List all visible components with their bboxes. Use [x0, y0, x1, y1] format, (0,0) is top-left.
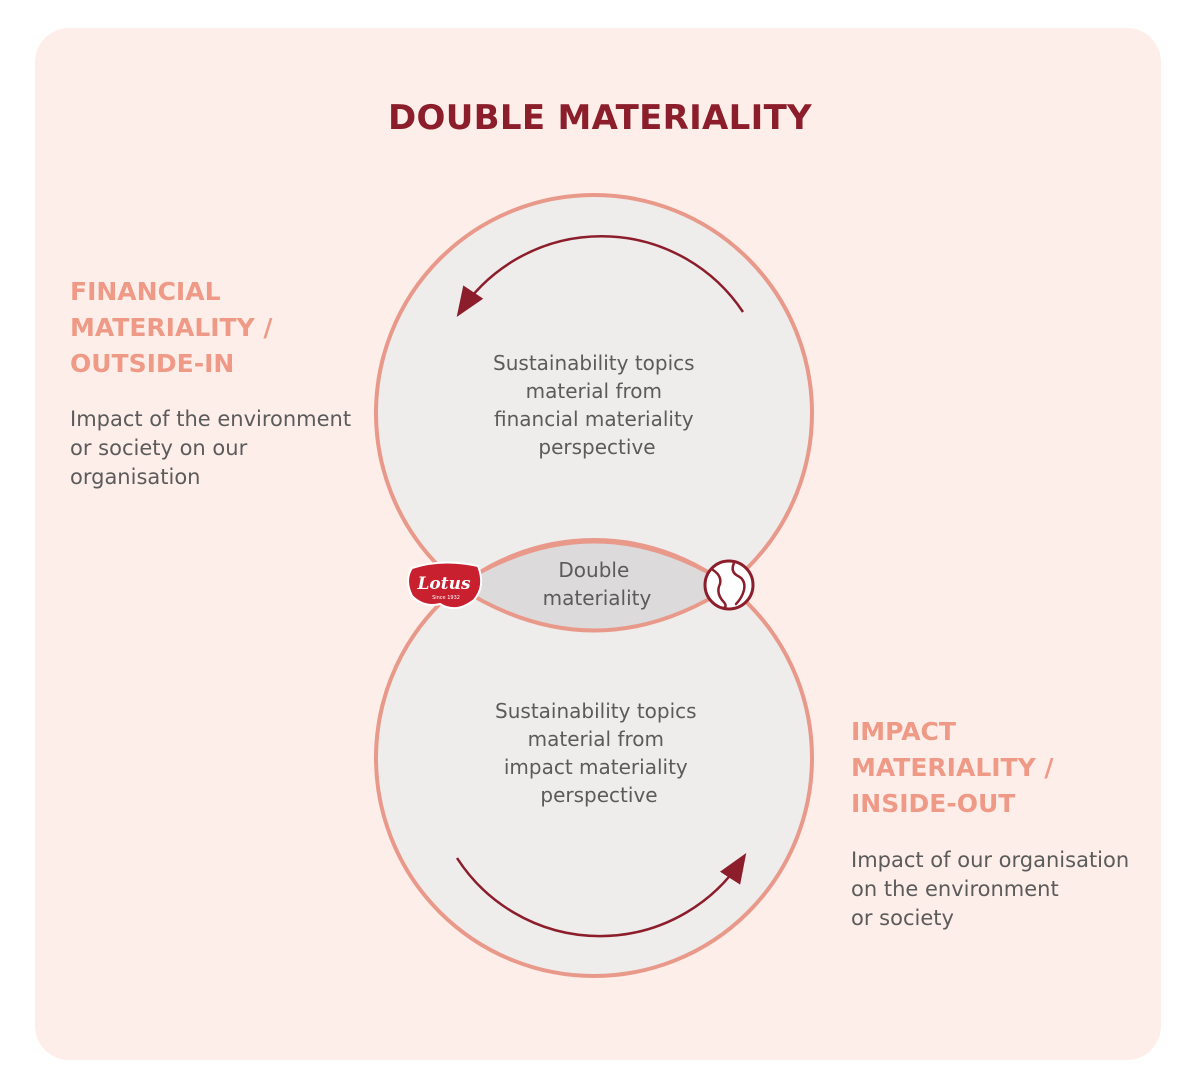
top-circle-line: Sustainability topics — [493, 351, 695, 375]
heading-line: MATERIALITY / — [851, 753, 1054, 782]
clockwise-arrow — [455, 852, 747, 938]
lotus-logo: Lotus Since 1932 — [407, 561, 483, 610]
heading-line: OUTSIDE-IN — [70, 349, 235, 378]
center-line: Double — [558, 558, 629, 582]
top-circle-text: Sustainability topics material from fina… — [493, 351, 701, 459]
svg-text:Since 1932: Since 1932 — [432, 595, 460, 601]
counterclockwise-arrow — [456, 235, 745, 317]
description-line: or society — [851, 906, 954, 930]
bottom-circle-line: Sustainability topics — [495, 699, 697, 723]
impact-materiality-description: Impact of our organisation on the enviro… — [851, 846, 1129, 933]
bottom-circle-line: impact materiality — [504, 755, 688, 779]
bottom-circle-line: material from — [528, 727, 664, 751]
heading-line: MATERIALITY / — [70, 313, 273, 342]
heading-line: IMPACT — [851, 717, 956, 746]
financial-materiality-heading: FINANCIAL MATERIALITY / OUTSIDE-IN — [70, 274, 273, 382]
description-line: or society on our — [70, 436, 248, 460]
description-line: organisation — [70, 465, 201, 489]
description-line: Impact of our organisation — [851, 848, 1130, 872]
center-line: materiality — [543, 586, 652, 610]
bottom-circle-text: Sustainability topics material from impa… — [495, 699, 703, 807]
page-title: DOUBLE MATERIALITY — [388, 98, 812, 138]
financial-materiality-description: Impact of the environment or society on … — [70, 405, 351, 492]
description-line: on the environment — [851, 877, 1059, 901]
heading-line: INSIDE-OUT — [851, 789, 1016, 818]
svg-text:Lotus: Lotus — [416, 574, 471, 594]
impact-materiality-heading: IMPACT MATERIALITY / INSIDE-OUT — [851, 714, 1054, 822]
description-line: Impact of the environment — [70, 407, 352, 431]
center-text: Double materiality — [543, 558, 652, 610]
globe-icon — [703, 559, 755, 611]
top-circle-line: perspective — [538, 435, 655, 459]
top-circle-line: material from — [526, 379, 662, 403]
bottom-circle-line: perspective — [540, 783, 657, 807]
top-circle-line: financial materiality — [494, 407, 694, 431]
heading-line: FINANCIAL — [70, 277, 221, 306]
